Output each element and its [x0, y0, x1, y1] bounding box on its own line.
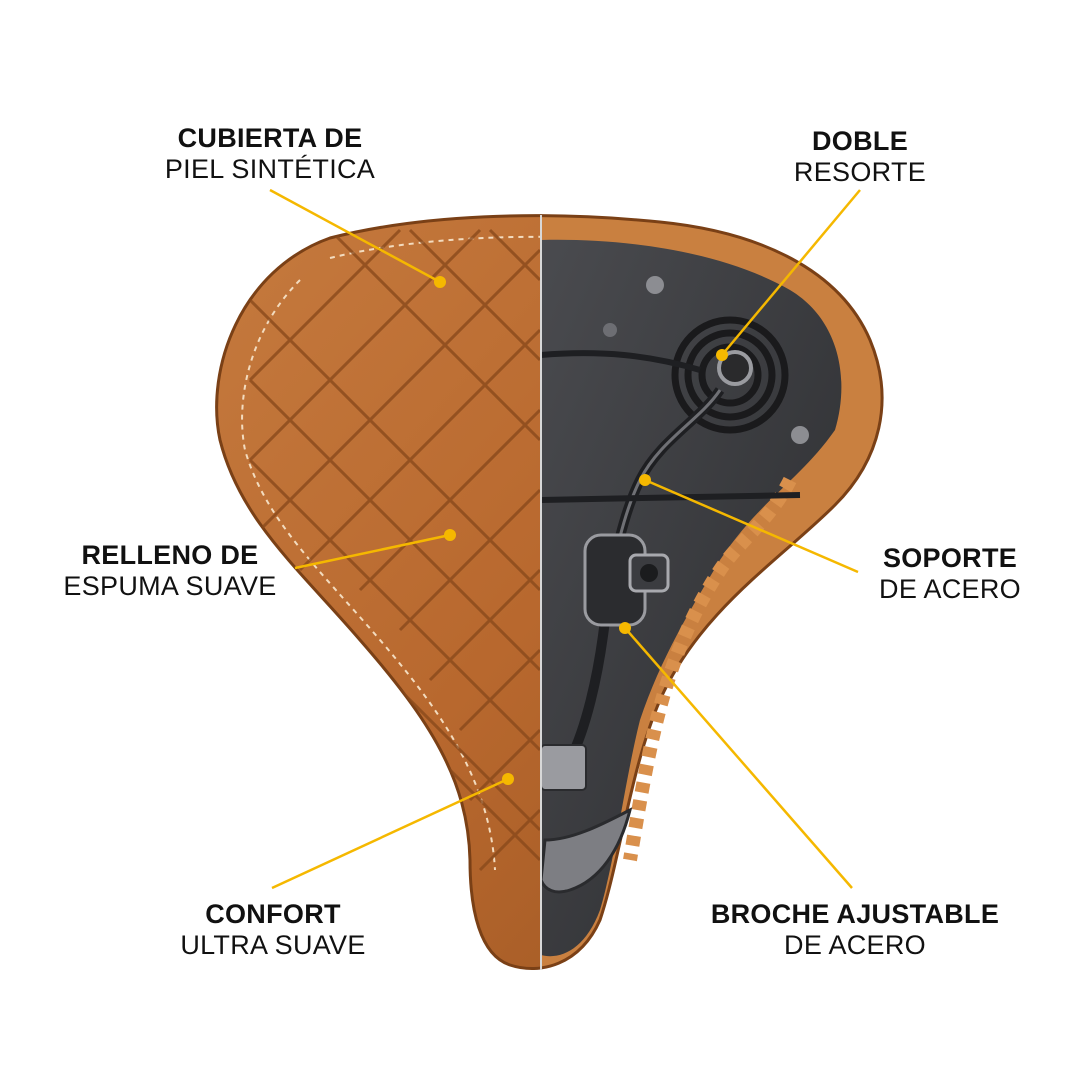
callout-cover-subtitle: PIEL SINTÉTICA — [164, 154, 376, 184]
callout-spring-subtitle: RESORTE — [793, 157, 927, 187]
nose-bracket — [541, 807, 633, 894]
leader-line-clamp — [624, 627, 853, 889]
adjustable-clamp-icon — [583, 533, 670, 627]
callout-dot-clamp — [619, 622, 631, 634]
callout-leaders — [269, 188, 861, 890]
leader-line-cover — [269, 188, 441, 284]
diamond-quilting — [248, 228, 541, 872]
callout-dot-spring — [716, 349, 728, 361]
saddle-rim-stitch — [241, 235, 541, 871]
callout-dot-comfort — [502, 773, 514, 785]
callout-cover-title: CUBIERTA DE — [177, 123, 363, 153]
callout-foam-title: RELLENO DE — [81, 540, 259, 570]
callout-support-subtitle: DE ACERO — [879, 574, 1021, 604]
bolt-plate — [541, 744, 587, 791]
callout-dots — [434, 276, 728, 785]
steel-frame-bar — [541, 350, 801, 503]
saddle-leather-half — [215, 214, 541, 971]
callout-foam-subtitle: ESPUMA SUAVE — [63, 571, 277, 601]
callout-cover: CUBIERTA DE PIEL SINTÉTICA — [150, 123, 390, 185]
leader-line-foam — [294, 533, 451, 570]
callout-clamp-title: BROCHE AJUSTABLE — [710, 899, 1000, 929]
callout-spring: DOBLE RESORTE — [760, 126, 960, 188]
callout-support-title: SOPORTE — [882, 543, 1018, 573]
leader-line-support — [644, 478, 859, 574]
double-spring-icon — [671, 316, 789, 434]
callout-comfort-title: CONFORT — [205, 899, 341, 929]
leader-line-spring — [721, 189, 861, 356]
rivet-icon — [646, 276, 664, 294]
callout-dot-foam — [444, 529, 456, 541]
callout-comfort: CONFORT ULTRA SUAVE — [163, 899, 383, 961]
callout-dot-cover — [434, 276, 446, 288]
leader-line-comfort — [271, 777, 509, 890]
callout-comfort-subtitle: ULTRA SUAVE — [180, 930, 366, 960]
callout-clamp-subtitle: DE ACERO — [784, 930, 926, 960]
callout-spring-title: DOBLE — [812, 126, 908, 156]
callout-dot-support — [639, 474, 651, 486]
rivet-icon — [603, 323, 617, 337]
callout-foam: RELLENO DE ESPUMA SUAVE — [50, 540, 290, 602]
saddle-underside-half — [541, 214, 884, 970]
callout-clamp: BROCHE AJUSTABLE DE ACERO — [700, 899, 1010, 961]
rivet-icon — [791, 426, 809, 444]
callout-support: SOPORTE DE ACERO — [850, 543, 1050, 605]
